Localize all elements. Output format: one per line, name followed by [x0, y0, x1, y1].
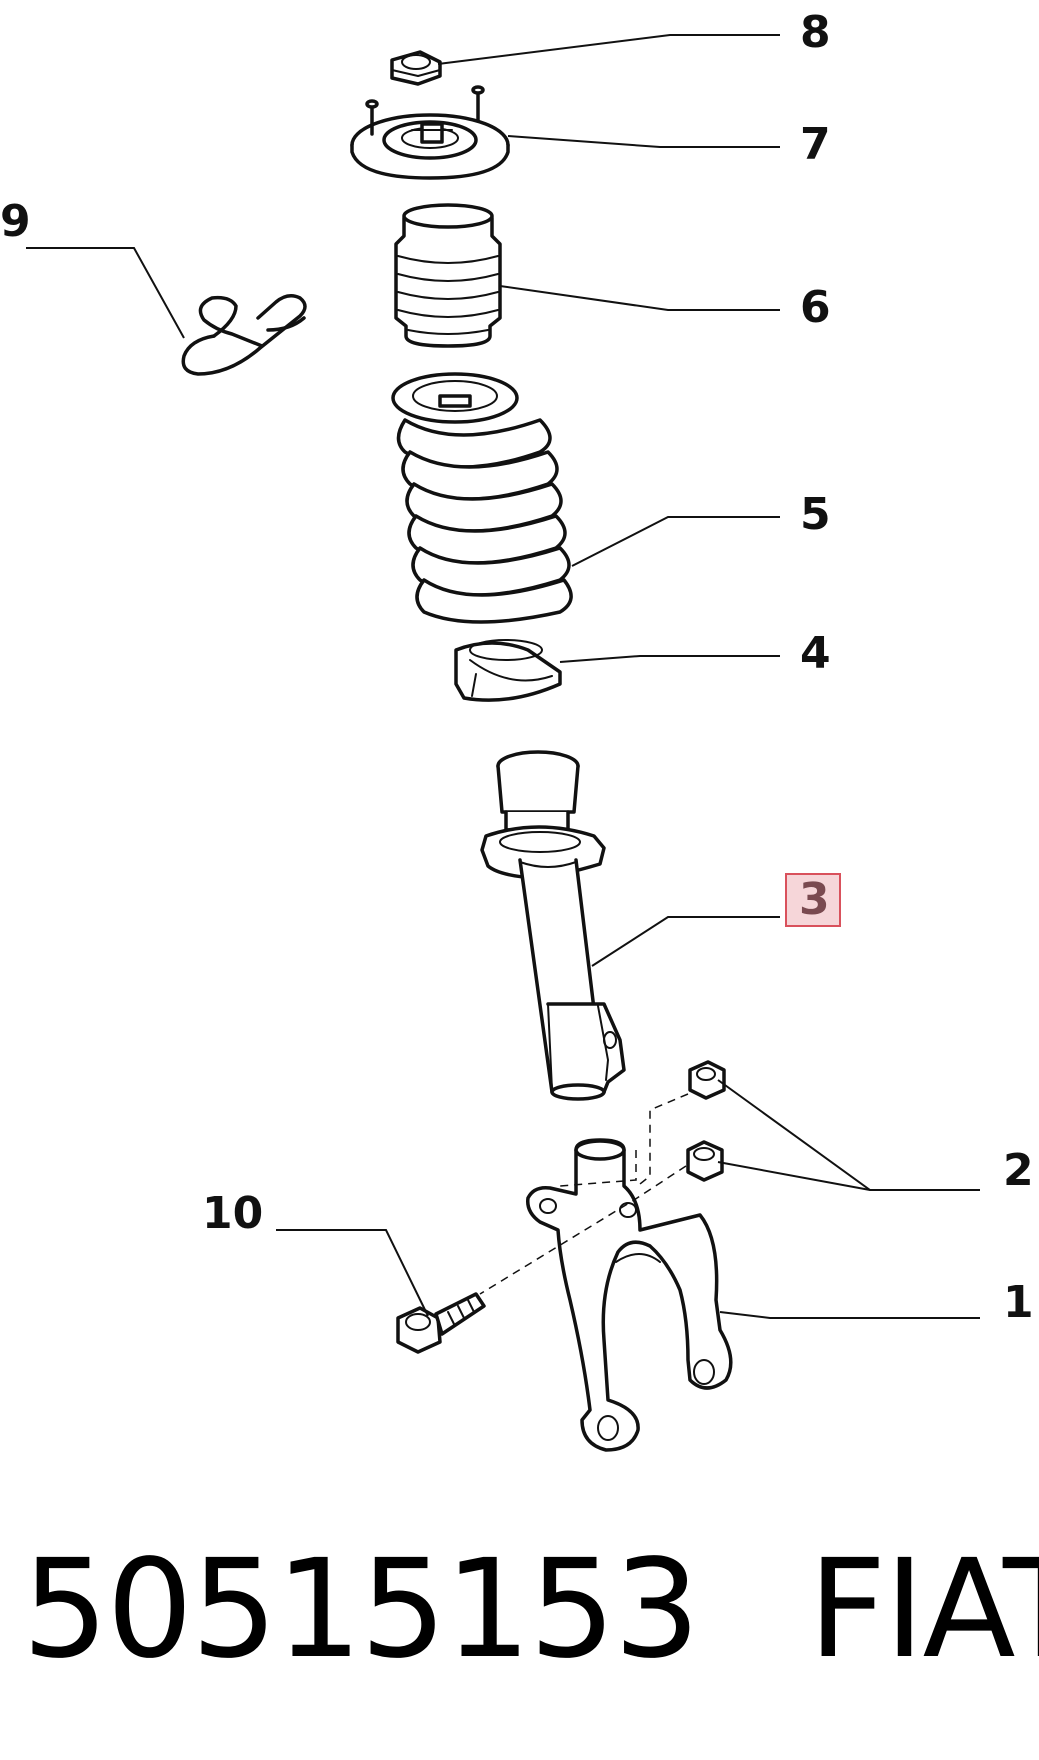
part-number: 50515153 [22, 1531, 700, 1689]
callout-3-box [785, 873, 841, 927]
callout-8: 8 [800, 7, 831, 58]
callout-3: 3 [799, 874, 830, 925]
part-5-coil-spring [391, 372, 573, 624]
part-3-shock-absorber [480, 750, 626, 1101]
part-7-top-mount [350, 85, 510, 180]
part-8-top-nut [390, 50, 442, 86]
callout-10: 10 [202, 1188, 263, 1239]
callout-1: 1 [1003, 1277, 1034, 1328]
callout-6: 6 [800, 282, 831, 333]
part-10-bolt [396, 1292, 486, 1354]
part-4-spring-seat [454, 639, 562, 702]
part-1-fork [526, 1138, 733, 1452]
part-2-nuts [686, 1060, 726, 1182]
callout-4: 4 [800, 628, 831, 679]
callout-9: 9 [0, 196, 31, 247]
leader-lines [26, 34, 980, 1319]
part-caption: 50515153 FIAT [22, 1530, 1039, 1690]
callout-2: 2 [1003, 1145, 1034, 1196]
part-6-bump-stop [394, 203, 502, 348]
assembly-dashed-lines [479, 1093, 689, 1295]
brand-name: FIAT [808, 1531, 1039, 1689]
callout-5: 5 [800, 489, 831, 540]
part-9-spring-clip [181, 294, 307, 376]
callout-3-highlight[interactable]: 3 [785, 873, 841, 927]
callout-7: 7 [800, 119, 831, 170]
